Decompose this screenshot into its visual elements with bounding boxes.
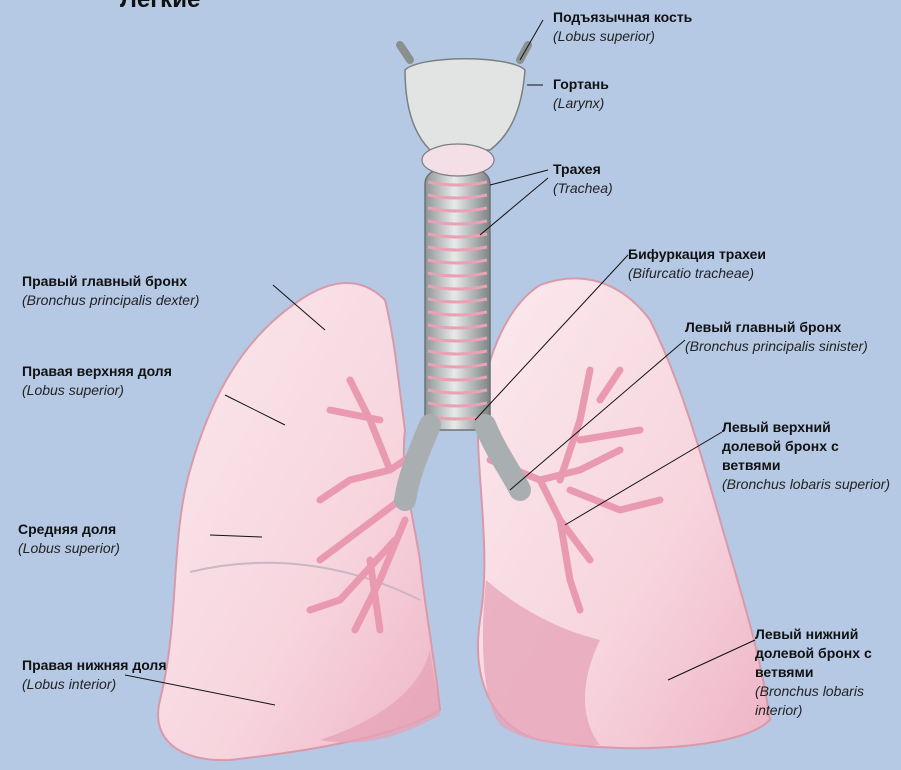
right-lung [158, 283, 440, 760]
label-right-lower-lobe: Правая нижняя доля(Lobus interior) [22, 656, 172, 694]
diagram-title: Легкие [120, 0, 200, 14]
label-trachea: Трахея(Trachea) [553, 160, 613, 198]
label-right-upper-lobe: Правая верхняя доля(Lobus superior) [22, 362, 172, 400]
label-left-upper-bronchus: Левый верхний долевой бронх с ветвями(Br… [722, 418, 892, 494]
label-right-main-bronchus: Правый главный бронх(Bronchus principali… [22, 272, 199, 310]
label-middle-lobe: Средняя доля(Lobus superior) [18, 520, 120, 558]
cricoid [422, 144, 494, 176]
label-left-lower-bronchus: Левый нижний долевой бронх с ветвями(Bro… [755, 625, 895, 720]
label-larynx: Гортань(Larynx) [553, 75, 609, 113]
larynx [405, 59, 525, 150]
label-left-main-bronchus: Левый главный бронх(Bronchus principalis… [685, 318, 895, 356]
label-bifurcation: Бифуркация трахеи(Bifurcatio tracheae) [628, 245, 766, 283]
label-hyoid: Подъязычная кость(Lobus superior) [553, 8, 692, 46]
